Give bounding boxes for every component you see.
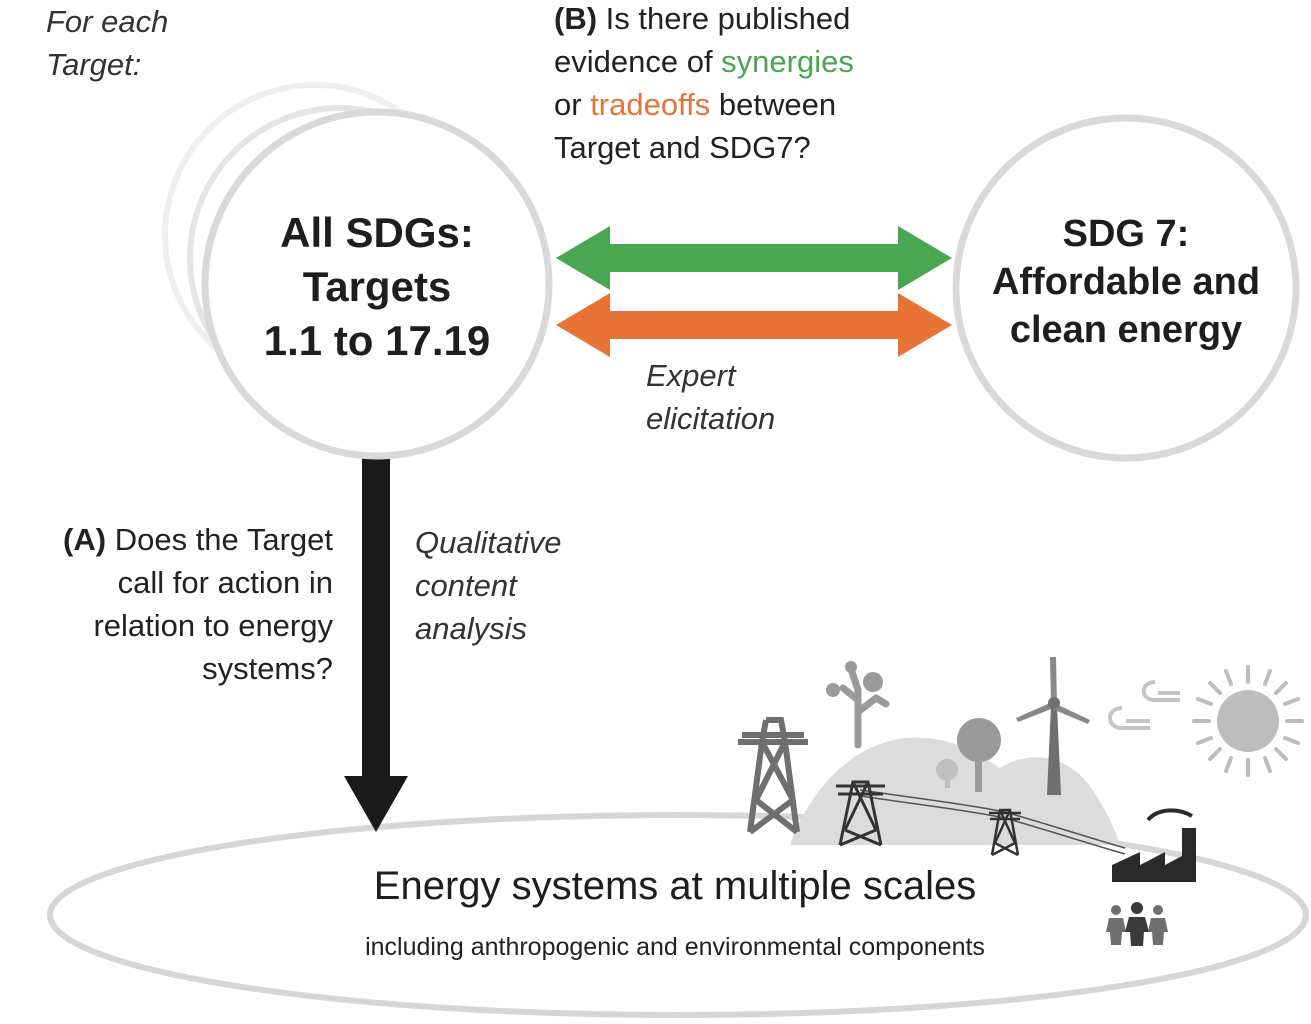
- all-sdgs-line-3: 1.1 to 17.19: [263, 317, 491, 364]
- round-tree-icon: [936, 718, 1001, 792]
- qualitative-line-1: Qualitative: [415, 525, 562, 560]
- qualitative-line-3: analysis: [415, 611, 527, 646]
- all-sdgs-line-1: All SDGs:: [280, 209, 474, 256]
- small-pylon-icon: [836, 780, 885, 847]
- synergy-arrow: [556, 226, 952, 290]
- all-sdgs-line-2: Targets: [302, 263, 452, 310]
- factory-icon: [1112, 808, 1196, 882]
- question-b-line-3: or tradeoffs between: [554, 83, 854, 126]
- qualitative-analysis-label: Qualitative content analysis: [415, 521, 561, 650]
- sdg7-line-1: SDG 7:: [1062, 213, 1190, 255]
- all-sdgs-circle: [201, 108, 553, 460]
- question-b-text: Is there published: [597, 1, 851, 36]
- question-b-line-2: evidence of synergies: [554, 40, 854, 83]
- small-pylon-icon: [989, 808, 1021, 857]
- wind-turbine-icon: [1016, 657, 1090, 795]
- down-arrow: [344, 455, 408, 832]
- tree-bud: [863, 672, 883, 692]
- sdg7-line-3: clean energy: [1009, 309, 1243, 351]
- question-a: (A) Does the Target call for action in r…: [0, 518, 333, 690]
- all-sdgs-label: All SDGs: Targets 1.1 to 17.19: [207, 206, 547, 368]
- expert-elicitation-label: Expert elicitation: [646, 354, 775, 440]
- question-b-text: evidence of: [554, 44, 722, 79]
- question-b-line-1: (B) Is there published: [554, 0, 854, 40]
- energy-systems-title: Energy systems at multiple scales: [373, 864, 977, 908]
- energy-systems-subtitle: including anthropogenic and environmenta…: [365, 933, 985, 961]
- sdg7-circle: [952, 114, 1300, 462]
- people-icon: [1106, 902, 1168, 946]
- question-b-line-4: Target and SDG7?: [554, 130, 811, 165]
- expert-line-2: elicitation: [646, 401, 776, 436]
- question-a-line-3: relation to energy: [93, 608, 333, 643]
- tree-icon: [839, 668, 890, 749]
- question-b-prefix: (B): [554, 1, 598, 36]
- question-b-text: or: [554, 87, 591, 122]
- sun-disc: [1217, 690, 1279, 752]
- qualitative-line-2: content: [415, 568, 517, 603]
- question-a-line-4: systems?: [202, 651, 333, 686]
- for-each-line-1: For each: [46, 4, 169, 39]
- sun-icon: [1192, 665, 1304, 777]
- expert-line-1: Expert: [646, 358, 736, 393]
- tradeoff-arrow: [556, 293, 952, 357]
- tree-bud: [826, 683, 840, 697]
- question-a-line-2: call for action in: [117, 565, 333, 600]
- tree-bud: [845, 661, 857, 673]
- pylon-icon: [738, 717, 808, 835]
- tradeoffs-word: tradeoffs: [590, 87, 711, 122]
- question-a-line-1: (A) Does the Target: [0, 518, 333, 561]
- question-b: (B) Is there published evidence of syner…: [554, 0, 854, 169]
- question-a-prefix: (A): [63, 522, 107, 557]
- synergies-word: synergies: [721, 44, 854, 79]
- question-a-text: Does the Target: [106, 522, 333, 557]
- for-each-label: For each Target:: [46, 0, 168, 86]
- landscape-hills: [790, 737, 1120, 845]
- for-each-line-2: Target:: [46, 47, 142, 82]
- question-b-text: between: [710, 87, 837, 122]
- energy-systems-ellipse: [47, 812, 1309, 1018]
- wind-icon: [1108, 680, 1180, 730]
- sdg7-label: SDG 7: Affordable and clean energy: [966, 210, 1286, 354]
- sdg7-line-2: Affordable and: [991, 261, 1261, 303]
